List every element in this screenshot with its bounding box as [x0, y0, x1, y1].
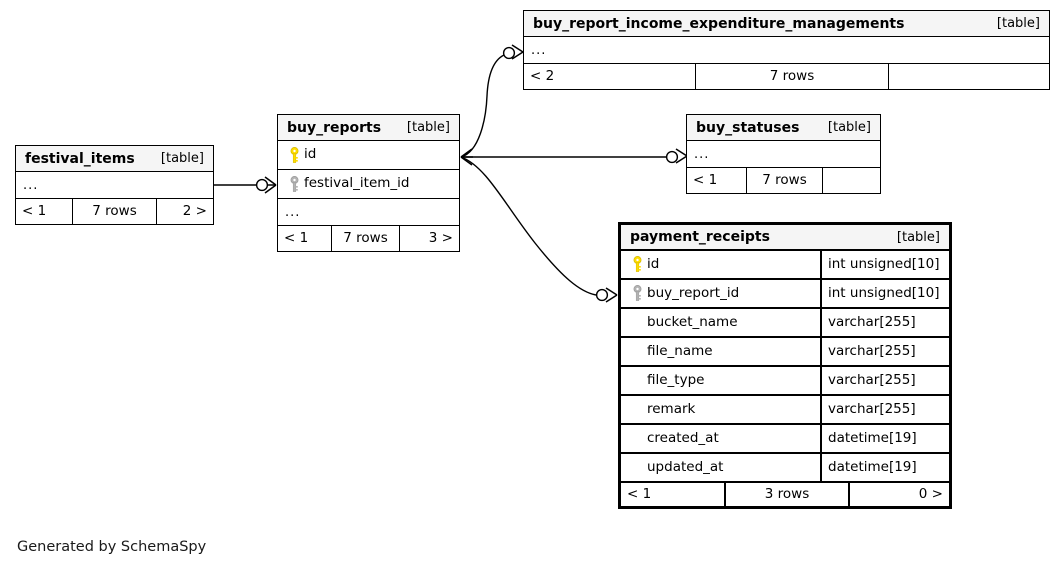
footer-row-count: 7 rows [73, 199, 157, 224]
footer-parents-count: < 1 [621, 483, 726, 506]
column-row[interactable]: buy_report_id int unsigned[10] [621, 280, 949, 309]
column-type: datetime[19] [820, 454, 949, 481]
footer-row-count: 7 rows [747, 168, 823, 193]
footer-children-count [823, 168, 880, 193]
table-footer: < 1 7 rows [687, 168, 880, 193]
table-header: payment_receipts [table] [621, 225, 949, 251]
column-row[interactable]: id int unsigned[10] [621, 251, 949, 280]
footer-children-count [889, 64, 1049, 89]
table-title: buy_reports [287, 119, 382, 136]
footer-row-count: 7 rows [332, 226, 400, 251]
column-name: remark [647, 400, 696, 417]
table-kind-label: [table] [160, 151, 204, 166]
footer-parents-count: < 1 [687, 168, 747, 193]
column-row[interactable]: file_name varchar[255] [621, 338, 949, 367]
generated-by-credit: Generated by SchemaSpy [17, 539, 207, 555]
table-kind-label: [table] [996, 16, 1040, 31]
footer-parents-count: < 1 [278, 226, 332, 251]
table-kind-label: [table] [827, 120, 871, 135]
column-name: id [304, 146, 317, 163]
edge-buy-reports-payment-receipts [460, 156, 618, 303]
edge-buy-reports-buy-statuses [461, 148, 688, 164]
table-title: buy_report_income_expenditure_management… [533, 15, 905, 32]
column-row[interactable]: created_at datetime[19] [621, 425, 949, 454]
foreign-key-icon [286, 175, 302, 193]
primary-key-icon [286, 146, 302, 164]
column-name: file_type [647, 371, 705, 388]
column-name: created_at [647, 429, 719, 446]
hidden-columns-ellipsis: ... [524, 37, 1049, 64]
hidden-columns-ellipsis: ... [16, 172, 213, 199]
column-type: varchar[255] [820, 367, 949, 394]
table-kind-label: [table] [896, 229, 940, 245]
column-name: buy_report_id [647, 284, 740, 301]
table-header: buy_report_income_expenditure_management… [524, 11, 1049, 37]
hidden-columns-ellipsis: ... [278, 199, 459, 226]
table-buy-report-income-expenditure-managements[interactable]: buy_report_income_expenditure_management… [523, 10, 1050, 90]
footer-children-count: 0 > [918, 485, 943, 502]
column-type: int unsigned[10] [820, 251, 949, 278]
column-row[interactable]: bucket_name varchar[255] [621, 309, 949, 338]
table-footer: < 1 3 rows 0 > [621, 481, 949, 506]
footer-row-count: 3 rows [726, 483, 850, 506]
column-name: bucket_name [647, 313, 738, 330]
column-type: varchar[255] [820, 309, 949, 336]
column-name: festival_item_id [304, 175, 410, 192]
table-buy-statuses[interactable]: buy_statuses [table] ... < 1 7 rows [686, 114, 881, 194]
table-header: buy_statuses [table] [687, 115, 880, 141]
table-header: buy_reports [table] [278, 115, 459, 141]
edge-festival-items-buy-reports [214, 176, 277, 194]
column-row[interactable]: file_type varchar[255] [621, 367, 949, 396]
footer-children-count: 3 > [428, 229, 453, 246]
footer-parents-count: < 2 [524, 64, 696, 89]
table-header: festival_items [table] [16, 146, 213, 172]
table-kind-label: [table] [406, 120, 450, 135]
column-row[interactable]: festival_item_id [278, 170, 459, 199]
footer-children-count: 2 > [182, 202, 207, 219]
table-footer: < 1 7 rows 3 > [278, 226, 459, 251]
table-festival-items[interactable]: festival_items [table] ... < 1 7 rows 2 … [15, 145, 214, 225]
table-title: buy_statuses [696, 119, 800, 136]
column-type: varchar[255] [820, 338, 949, 365]
column-type: datetime[19] [820, 425, 949, 452]
table-footer: < 1 7 rows 2 > [16, 199, 213, 224]
footer-row-count: 7 rows [696, 64, 889, 89]
column-row[interactable]: id [278, 141, 459, 170]
table-buy-reports[interactable]: buy_reports [table] id [277, 114, 460, 252]
table-title: festival_items [25, 150, 135, 167]
column-row[interactable]: remark varchar[255] [621, 396, 949, 425]
column-type: varchar[255] [820, 396, 949, 423]
foreign-key-icon [629, 285, 645, 302]
table-payment-receipts[interactable]: payment_receipts [table] id int unsigned… [618, 222, 952, 509]
primary-key-icon [629, 256, 645, 273]
column-name: file_name [647, 342, 713, 359]
edge-buy-reports-income-expenditure [460, 44, 524, 158]
table-title: payment_receipts [630, 229, 770, 245]
footer-parents-count: < 1 [16, 199, 73, 224]
column-row[interactable]: updated_at datetime[19] [621, 454, 949, 483]
table-footer: < 2 7 rows [524, 64, 1049, 89]
column-type: int unsigned[10] [820, 280, 949, 307]
column-name: id [647, 255, 660, 272]
hidden-columns-ellipsis: ... [687, 141, 880, 168]
column-name: updated_at [647, 458, 724, 475]
